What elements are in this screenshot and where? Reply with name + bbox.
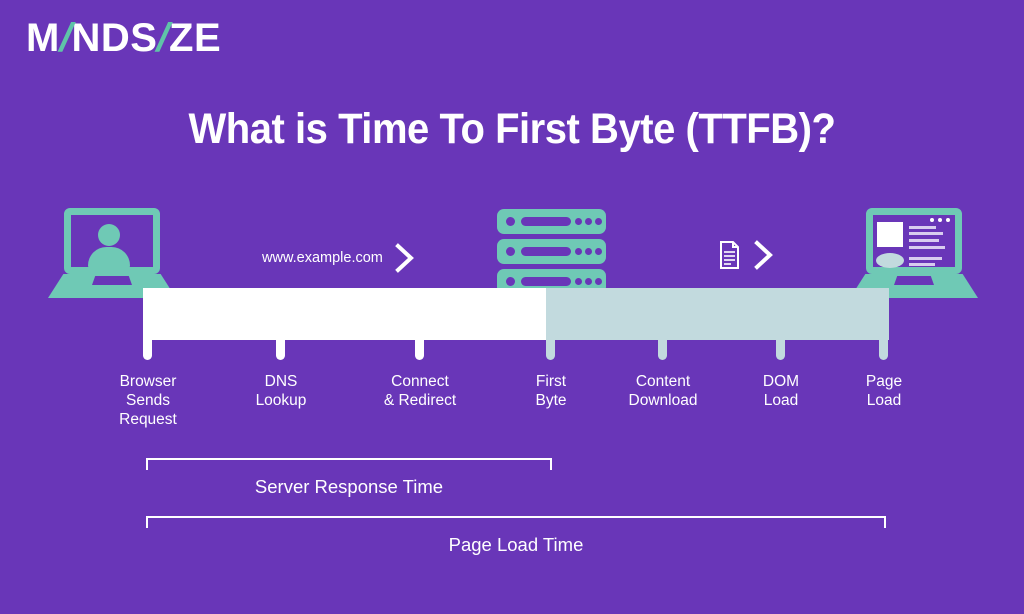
server-dot xyxy=(585,248,592,255)
label-first-byte: First Byte xyxy=(535,373,567,409)
timeline-segment-server-response xyxy=(145,288,551,340)
page-text-line xyxy=(909,246,945,249)
request-flow: www.example.com xyxy=(262,243,416,273)
server-dot xyxy=(575,278,582,285)
server-slot xyxy=(521,277,571,286)
label-browser-sends-request: Browser Sends Request xyxy=(119,373,177,428)
server-slot xyxy=(521,247,571,256)
server-slot xyxy=(521,217,571,226)
response-flow xyxy=(718,240,775,270)
page-text-line xyxy=(909,239,939,242)
page-menu-dot xyxy=(930,218,934,222)
page-text-line xyxy=(909,232,943,235)
laptop-trackpad xyxy=(92,276,132,285)
tick-connect-redirect xyxy=(415,288,424,360)
example-url-label: www.example.com xyxy=(262,250,383,266)
page-oval-block xyxy=(876,253,904,268)
label-connect-redirect: Connect & Redirect xyxy=(383,373,457,409)
server-led xyxy=(506,277,515,286)
bracket-label-server-response-time: Server Response Time xyxy=(254,476,444,497)
timeline-segment-content-transfer xyxy=(551,288,889,340)
page-text-line xyxy=(909,226,936,229)
tick-browser-sends-request xyxy=(143,288,152,360)
page-text-line xyxy=(909,263,935,266)
bracket-server-response-time xyxy=(146,458,552,470)
server-dot xyxy=(595,278,602,285)
logo-slash-1: / xyxy=(58,16,73,60)
server-dot xyxy=(585,218,592,225)
chevron-right-icon xyxy=(395,243,414,273)
label-page-load: Page Load xyxy=(865,373,903,409)
chevron-right-icon xyxy=(754,240,773,270)
label-dns-lookup: DNS Lookup xyxy=(255,373,307,409)
server-dot xyxy=(575,248,582,255)
server-unit-2 xyxy=(497,239,606,264)
page-image-block xyxy=(877,222,903,247)
page-text-line xyxy=(909,257,942,260)
page-title: What is Time To First Byte (TTFB)? xyxy=(188,105,836,153)
server-led xyxy=(506,247,515,256)
laptop-trackpad xyxy=(894,276,934,285)
server-unit-1 xyxy=(497,209,606,234)
tick-dom-load xyxy=(776,288,785,360)
laptop-loaded-page-icon xyxy=(850,208,978,298)
server-dot xyxy=(585,278,592,285)
avatar-head-shape xyxy=(98,224,120,246)
label-content-download: Content Download xyxy=(628,373,698,409)
timeline-bar xyxy=(145,288,889,340)
logo-part-nds: NDS xyxy=(71,16,158,60)
tick-content-download xyxy=(658,288,667,360)
logo-part-ze: ZE xyxy=(169,16,222,60)
bracket-label-page-load-time: Page Load Time xyxy=(448,534,584,555)
bracket-page-load-time xyxy=(146,516,886,528)
laptop-user-icon xyxy=(48,208,176,298)
server-dot xyxy=(575,218,582,225)
logo-part-m: M xyxy=(26,16,60,60)
tick-first-byte xyxy=(546,288,555,360)
page-menu-dot xyxy=(938,218,942,222)
server-dot xyxy=(595,218,602,225)
label-dom-load: DOM Load xyxy=(762,373,800,409)
tick-page-load xyxy=(879,288,888,360)
avatar-body-shape xyxy=(88,247,130,269)
server-rack-icon xyxy=(497,209,606,294)
page-menu-dot xyxy=(946,218,950,222)
tick-dns-lookup xyxy=(276,288,285,360)
document-icon xyxy=(720,241,739,269)
brand-logo: M/NDS/ZE xyxy=(26,16,221,60)
server-dot xyxy=(595,248,602,255)
server-led xyxy=(506,217,515,226)
